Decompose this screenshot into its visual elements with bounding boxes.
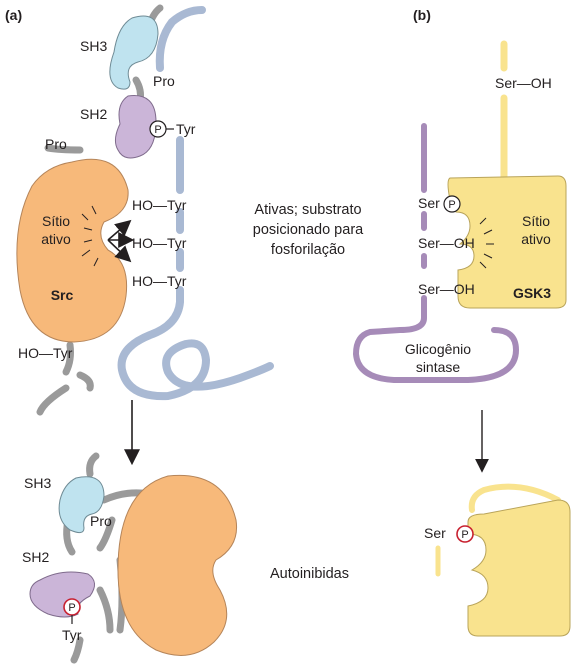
glycogen-line1: Glicogênio	[405, 341, 471, 357]
src-site-line2: ativo	[41, 231, 71, 247]
pro-bottom-label: Pro	[90, 513, 112, 529]
sh3-label: SH3	[80, 38, 107, 54]
panel-a-top: SH3 SH2 Pro Pro P Tyr Sítio ativo Src	[16, 4, 274, 416]
substrate-tyr-2: HO—Tyr	[132, 235, 187, 251]
gsk3-kinase	[447, 175, 567, 309]
caption-autoinhibited: Autoinibidas	[270, 566, 349, 582]
phosphate-mark-bottom: P	[68, 602, 75, 614]
phosphate-mark-gsk3-bottom: P	[461, 529, 468, 541]
ser-p-label: Ser	[418, 195, 440, 211]
phosphate-circle-gsk3-bottom	[456, 525, 474, 543]
gsk3-active-site-rays	[479, 217, 494, 269]
gsk3-site-line2: ativo	[521, 231, 551, 247]
sh3-domain-bottom	[58, 476, 105, 534]
substrate-chain-coil	[117, 136, 274, 401]
src-kinase-bottom	[117, 474, 238, 656]
sh3-bottom-label: SH3	[24, 475, 51, 491]
sh2-domain-bottom	[29, 571, 95, 618]
caption-active-line1: Ativas; substrato	[254, 202, 361, 218]
caption-active: Ativas; substrato posicionado para fosfo…	[253, 202, 364, 258]
ser-oh-2-label: Ser—OH	[418, 281, 475, 297]
phosphate-circle-gsk3	[443, 195, 461, 213]
sh3-domain	[109, 15, 159, 90]
ser-bottom-label: Ser	[424, 525, 446, 541]
panel-b-top: Ser—OH Sítio ativo GSK3 Ser P Ser—OH Ser…	[352, 40, 567, 383]
ser-oh-1-label: Ser—OH	[418, 235, 475, 251]
tyr-bottom-label: Tyr	[62, 627, 82, 643]
catalysis-arrows	[107, 219, 135, 263]
phosphate-mark-src: P	[154, 124, 161, 136]
pro-left-label: Pro	[45, 136, 67, 152]
active-site-rays	[81, 205, 99, 267]
substrate-tyr-1: HO—Tyr	[132, 197, 187, 213]
caption-active-line3: fosforilação	[271, 242, 345, 258]
panel-b-bottom: Ser P	[424, 483, 571, 637]
sh2-bottom-label: SH2	[22, 549, 49, 565]
linker-kinase-tail-upper	[62, 341, 74, 376]
panel-b-tag: (b)	[413, 7, 431, 23]
src-kinase	[16, 158, 129, 343]
gsk3-site-line1: Sítio	[522, 213, 550, 229]
glycogen-line2: sintase	[416, 359, 461, 375]
gsk3-kinase-bottom	[467, 499, 571, 637]
tyr-phospho-label: Tyr	[176, 121, 196, 137]
sh2-domain	[114, 95, 157, 159]
pro-upper-label: Pro	[153, 73, 175, 89]
gsk3-chain-bottom	[468, 483, 561, 513]
ser-oh-top-label: Ser—OH	[495, 75, 552, 91]
panel-a-bottom: SH3 Pro SH2 P Tyr	[22, 452, 238, 664]
linker-sh2-kinase	[44, 144, 84, 154]
substrate-tyr-3: HO—Tyr	[132, 273, 187, 289]
panel-a-tag: (a)	[5, 7, 22, 23]
linker-bottom-top	[86, 452, 100, 478]
src-site-line1: Sítio	[42, 213, 70, 229]
substrate-chain-top	[155, 6, 206, 72]
phosphate-mark-gsk3: P	[448, 199, 455, 211]
caption-active-line2: posicionado para	[253, 222, 364, 238]
linker-kinase-tail-lower	[36, 371, 94, 416]
glycogen-synthase-chain	[352, 123, 520, 383]
gsk3-label: GSK3	[513, 285, 551, 301]
src-label: Src	[51, 287, 74, 303]
sh2-label: SH2	[80, 106, 107, 122]
tail-tyr-label: HO—Tyr	[18, 345, 73, 361]
